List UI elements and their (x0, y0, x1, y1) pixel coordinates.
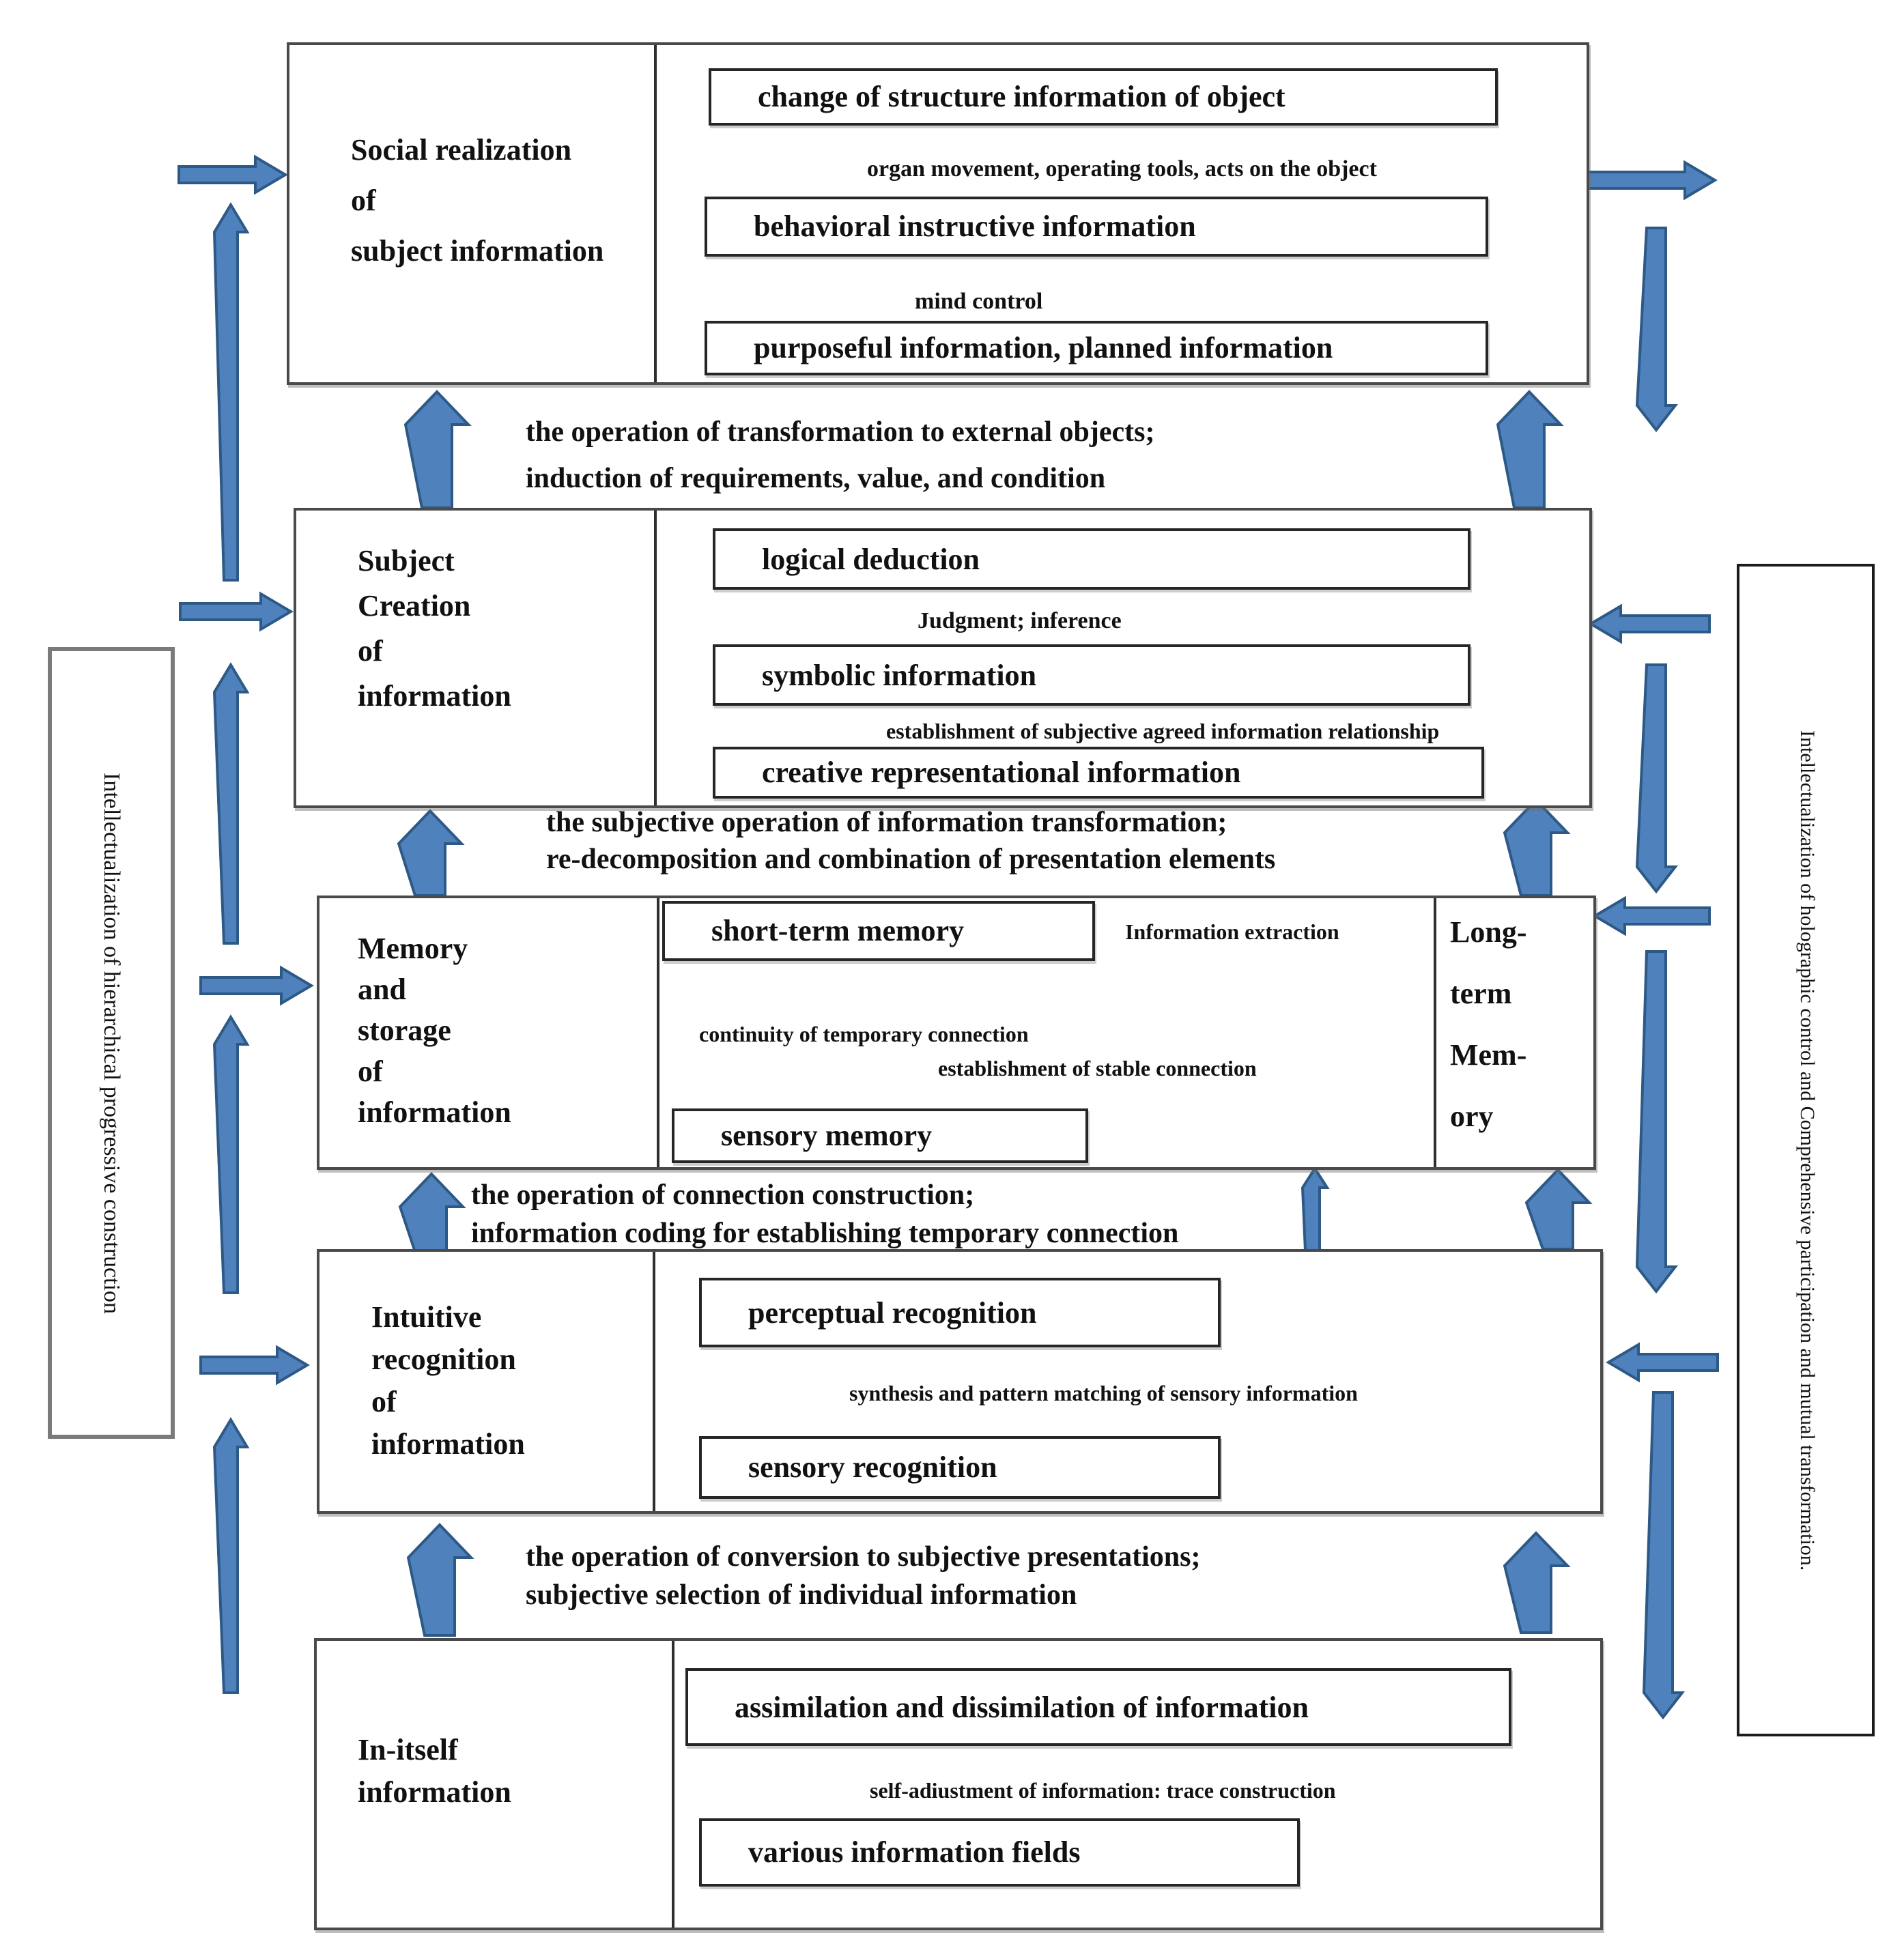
tier2-label-line: Subject (358, 543, 455, 577)
label-information-extraction: Information extraction (1125, 921, 1339, 945)
tier4-label-line: Intuitive (371, 1300, 482, 1334)
arrow-up-left-2-icon (212, 662, 250, 945)
tier3-label-line: information (358, 1095, 511, 1129)
label-organ-movement: organ movement, operating tools, acts on… (867, 156, 1377, 182)
box-short-term-memory: short-term memory (662, 901, 1095, 961)
arrow-into-tier3-left-icon (199, 965, 314, 1006)
gap3-label-line1: the operation of connection construction… (471, 1178, 975, 1211)
label-synthesis-pattern-matching: synthesis and pattern matching of sensor… (849, 1383, 1358, 1406)
tier1-label-line: subject information (351, 233, 604, 268)
gap2-up-arrow-right-icon (1503, 798, 1571, 897)
tier2-label-line: of (358, 633, 383, 668)
tier5-divider (672, 1641, 674, 1928)
label-continuity-temporary: continuity of temporary connection (699, 1024, 1029, 1047)
left-side-label-box: Intellectualization of hierarchical prog… (48, 647, 175, 1439)
tier5-label: In-itself information (358, 1728, 511, 1813)
box-purposeful-information: purposeful information, planned informat… (705, 321, 1488, 375)
gap1-up-arrow-left-icon (403, 390, 472, 509)
box-perceptual-recognition: perceptual recognition (699, 1278, 1221, 1347)
tier2-label-line: Creation (358, 588, 471, 622)
gap2-label-line2: re-decomposition and combination of pres… (546, 842, 1276, 875)
arrow-into-tier3-right-icon (1592, 896, 1711, 936)
arrow-into-tier1-left-icon (177, 154, 288, 195)
tier1-label-line: Social realization (351, 132, 572, 167)
tier4-label-line: of (371, 1384, 397, 1418)
tier4-label-line: information (371, 1427, 525, 1461)
tier-memory-storage: Memory and storage of information short-… (317, 896, 1596, 1170)
box-creative-representational: creative representational information (713, 747, 1484, 799)
tier2-label-line: information (358, 678, 511, 713)
tier4-divider (653, 1252, 655, 1511)
label-establishment-subjective: establishment of subjective agreed infor… (886, 721, 1440, 744)
arrow-into-tier2-right-icon (1588, 603, 1711, 644)
label-self-adjustment: self-adiustment of information: trace co… (870, 1780, 1336, 1803)
tier-in-itself: In-itself information assimilation and d… (314, 1638, 1603, 1930)
tier3-label-line: storage (358, 1013, 451, 1047)
gap4-up-arrow-right-icon (1503, 1531, 1571, 1634)
box-various-information-fields: various information fields (699, 1818, 1300, 1887)
tier3-longterm-divider (1434, 898, 1436, 1167)
gap1-label-line1: the operation of transformation to exter… (526, 415, 1155, 448)
arrow-down-right-1-icon (1635, 227, 1679, 433)
arrow-down-right-3-icon (1635, 950, 1679, 1294)
longterm-label-line: ory (1450, 1099, 1494, 1133)
gap3-up-arrow-left-icon (398, 1172, 466, 1257)
gap4-up-arrow-left-icon (406, 1523, 474, 1637)
tier3-label-line: Memory (358, 931, 468, 965)
right-side-label-box: Intellectualization of holographic contr… (1737, 564, 1875, 1736)
arrow-into-tier2-left-icon (179, 591, 294, 632)
arrow-out-tier1-right-icon (1580, 160, 1718, 201)
longterm-label-line: term (1450, 976, 1512, 1010)
arrow-up-left-3-icon (212, 1014, 250, 1294)
gap4-label-line2: subjective selection of individual infor… (526, 1578, 1077, 1611)
gap2-label-line1: the subjective operation of information … (546, 805, 1227, 838)
tier3-label-line: and (358, 972, 406, 1006)
gap2-up-arrow-left-icon (397, 809, 465, 897)
tier3-divider (657, 898, 659, 1167)
tier5-label-line: information (358, 1775, 511, 1809)
tier3-label: Memory and storage of information (358, 928, 511, 1133)
label-judgment-inference: Judgment; inference (918, 607, 1122, 633)
arrow-down-right-2-icon (1635, 663, 1679, 894)
gap3-label-line2: information coding for establishing temp… (471, 1216, 1179, 1249)
box-behavioral-instructive: behavioral instructive information (705, 197, 1488, 257)
tier5-label-line: In-itself (358, 1732, 458, 1766)
arrow-up-left-1-icon (212, 202, 250, 582)
tier3-longterm-label: Long- term Mem- ory (1450, 901, 1527, 1147)
tier1-divider (654, 45, 657, 382)
label-establishment-stable: establishment of stable connection (938, 1058, 1257, 1081)
label-mind-control: mind control (915, 288, 1043, 314)
box-change-of-structure: change of structure information of objec… (709, 68, 1498, 126)
tier-intuitive-recognition: Intuitive recognition of information per… (317, 1249, 1603, 1514)
arrow-down-right-4-icon (1642, 1391, 1686, 1720)
arrow-into-tier4-left-icon (199, 1345, 310, 1386)
tier1-label-line: of (351, 183, 376, 217)
gap3-up-arrow-right-icon (1524, 1168, 1593, 1250)
box-symbolic-information: symbolic information (713, 644, 1470, 706)
tier4-label-line: recognition (371, 1342, 516, 1376)
longterm-label-line: Mem- (1450, 1037, 1527, 1072)
right-side-label: Intellectualization of holographic contr… (1795, 730, 1817, 1571)
gap4-label-line1: the operation of conversion to subjectiv… (526, 1540, 1201, 1573)
box-logical-deduction: logical deduction (713, 528, 1470, 590)
box-sensory-recognition: sensory recognition (699, 1436, 1221, 1499)
arrow-into-tier4-right-icon (1606, 1342, 1719, 1383)
tier-social-realization: Social realization of subject informatio… (287, 42, 1589, 385)
box-assimilation-dissimilation: assimilation and dissimilation of inform… (685, 1668, 1511, 1746)
tier4-label: Intuitive recognition of information (371, 1295, 525, 1465)
tier2-divider (654, 511, 657, 805)
tier3-label-line: of (358, 1054, 383, 1088)
arrow-up-left-4-icon (212, 1417, 250, 1694)
tier2-label: Subject Creation of information (358, 538, 511, 718)
tier1-label: Social realization of subject informatio… (351, 124, 603, 276)
gap1-up-arrow-right-icon (1496, 390, 1564, 509)
longterm-label-line: Long- (1450, 915, 1527, 949)
tier-subject-creation: Subject Creation of information logical … (294, 508, 1592, 808)
gap1-label-line2: induction of requirements, value, and co… (526, 461, 1106, 494)
left-side-label: Intellectualization of hierarchical prog… (99, 772, 125, 1314)
box-sensory-memory: sensory memory (672, 1108, 1088, 1163)
